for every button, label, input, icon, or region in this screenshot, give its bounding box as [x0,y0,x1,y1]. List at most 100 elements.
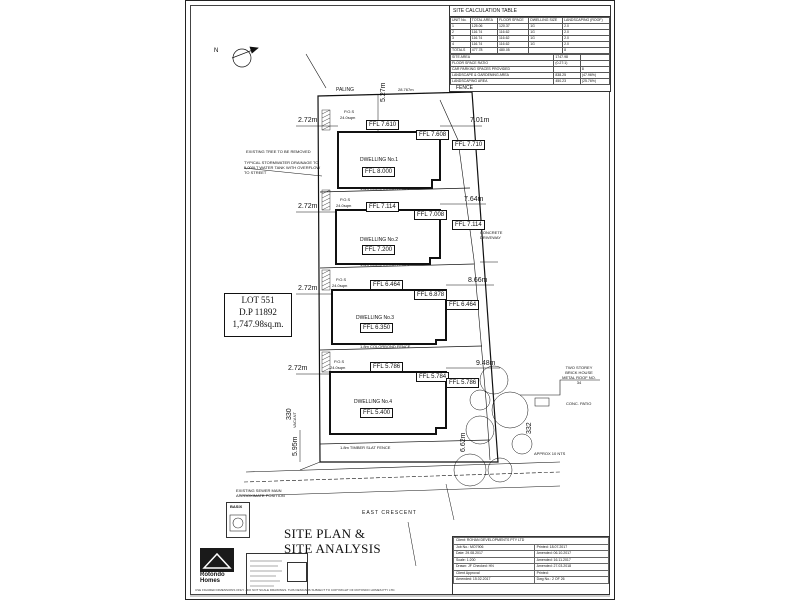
stamp-signature-box [287,562,307,582]
table-cell [528,47,564,54]
basix-certificate: BASIX [226,502,250,538]
table-row: Client: ROHAN DEVELOPMENTS PTY LTD [453,537,609,545]
left-setback-dimension: 2.72m [298,285,318,292]
bottom-setback-dimension: 5.95m [292,436,299,456]
left-setback-dimension: 2.72m [298,203,318,210]
north-arrow-icon [231,46,259,68]
patio-label: CONC. PATIO [566,401,592,406]
site-calculation-table: SITE CALCULATION TABLE UNIT No. TOTAL AR… [449,5,611,92]
neighbour-house-note: TWO STOREY BRICK HOUSE METAL ROOF NO. 34 [562,365,596,385]
left-lot-status: VACANT [292,412,297,428]
calc-header-row: UNIT No. TOTAL AREA FLOOR SPACE DWELLING… [450,17,610,24]
table-cell: Printed: [533,569,610,577]
dwelling-label: DWELLING No.3 [356,315,395,321]
table-cell: Client: ROHAN DEVELOPMENTS PTY LTD [453,537,609,545]
dwelling-ffl: FFL 7.200 [362,245,396,255]
driveway-label: CONCRETE DRIVEWAY [480,230,503,240]
table-cell: Amended: 06.10.2017 [533,550,610,558]
dwelling-ffl: FFL 8.000 [362,167,396,177]
ffl-tag: FFL 6.464 [446,300,480,310]
fence-label: 1.8m COLORBOND FENCE [360,186,411,191]
fence-label: PALING [336,87,354,93]
ffl-tag: FFL 5.786 [370,362,404,372]
dwelling-label: DWELLING No.1 [360,157,399,163]
boundary-dimension: 28.767m [398,87,414,92]
ffl-tag: FFL 5.786 [446,378,480,388]
dwelling-label: DWELLING No.4 [354,399,393,405]
calc-total-row: TOTALS 477.78 480.05 8 [450,47,610,54]
dwelling-label: DWELLING No.2 [360,237,399,243]
table-cell: (25.76%) [579,78,611,85]
top-setback-dimension: 5.27m [380,82,387,102]
tree-canopy-icon [453,365,533,487]
ffl-tag: FFL 7.114 [366,202,399,212]
pos-label: P.O.S [344,109,355,114]
ffl-tag: FFL 6.464 [370,280,404,290]
lot-info-box: LOT 551 D.P 11892 1,747.98sq.m. [224,293,292,337]
title-block: Client: ROHAN DEVELOPMENTS PTY LTD Job N… [452,536,610,595]
sewer-note: EXISTING SEWER MAIN APPROXIMATE POSITION [236,488,285,498]
fence-label: 1.8m TIMBER SLAT FENCE [340,445,391,450]
ffl-tag: FFL 7.114 [452,220,485,230]
right-bottom-setback-dimension: 6.62m [460,432,467,452]
footer-disclaimer: USE FIGURED DIMENSIONS ONLY - DO NOT SCA… [195,588,396,592]
table-cell: 480.05 [497,47,530,54]
ffl-tag: FFL 7.008 [414,210,448,220]
pos-label: P.O.S [340,197,351,202]
table-cell: Amended: 27.03.2018 [533,563,610,571]
table-row: 1 125.06 120.37 1G 2.0 [450,23,610,30]
table-cell: LANDSCAPING AREA [449,78,555,85]
calc-col-header: LANDSCAPING (ROOF) [562,17,610,24]
lot-area: 1,747.98sq.m. [232,319,284,329]
right-lot-number: 332 [526,422,533,434]
ffl-tag: FFL 7.710 [452,140,486,150]
ffl-tag: FFL 7.608 [416,130,450,140]
calc-table-title: SITE CALCULATION TABLE [450,6,610,17]
table-cell: TOTALS [450,47,471,54]
right-setback-dimension: 7.01m [470,117,490,124]
pos-label: P.O.S [336,277,347,282]
table-cell: 477.78 [469,47,499,54]
pos-area: 24.0sqm [330,365,346,370]
ffl-tag: FFL 5.784 [416,372,450,382]
lot-number: LOT 551 [241,295,275,305]
pos-label: P.O.S [334,359,345,364]
dwelling-ffl: FFL 6.350 [360,323,394,333]
table-cell: 8 [562,47,610,54]
fence-label: 1.8m COLORBOND FENCE [360,262,411,267]
pos-area: 24.0sqm [332,283,348,288]
logo-name-line1: Rotondo [200,572,225,578]
fence-label: 1.8m COLORBOND FENCE [360,344,411,349]
approx-label: APPROX 10 NTS [534,451,566,456]
drawing-title: SITE PLAN & SITE ANALYSIS [284,526,381,556]
title-line-2: SITE ANALYSIS [284,541,381,556]
basix-label: BASIX [230,504,243,509]
approval-stamp [246,553,308,595]
drawing-border [190,5,610,595]
table-cell: Dwg No.: 2 OF 26 [533,576,610,584]
street-name: EAST CRESCENT [362,510,417,516]
right-setback-dimension: 9.48m [476,360,496,367]
tree-note: EXISTING TREE TO BE REMOVED [246,149,311,154]
table-row: LANDSCAPING AREA 450.23 (25.76%) [449,78,611,85]
logo-mark-icon [200,548,234,572]
table-cell: Amended: 16.11.2017 [533,556,610,564]
title-line-1: SITE PLAN & [284,526,366,541]
right-setback-dimension: 7.64m [464,196,484,203]
company-logo: Rotondo Homes [200,548,238,584]
dwelling-ffl: FFL 5.400 [360,408,394,418]
stamp-text-lines-icon [250,560,282,587]
left-setback-dimension: 2.72m [298,117,318,124]
table-cell: Amended: 15.02.2017 [453,576,535,584]
lot-dp: D.P 11892 [239,307,277,317]
stormwater-note: TYPICAL STORMWATER DRAINAGE TO 5,000LT W… [244,160,321,175]
table-cell: 450.23 [553,78,581,85]
table-cell: Printed: 18.07.2017 [533,543,610,551]
ffl-tag: FFL 6.878 [414,290,448,300]
right-setback-dimension: 8.66m [468,277,488,284]
